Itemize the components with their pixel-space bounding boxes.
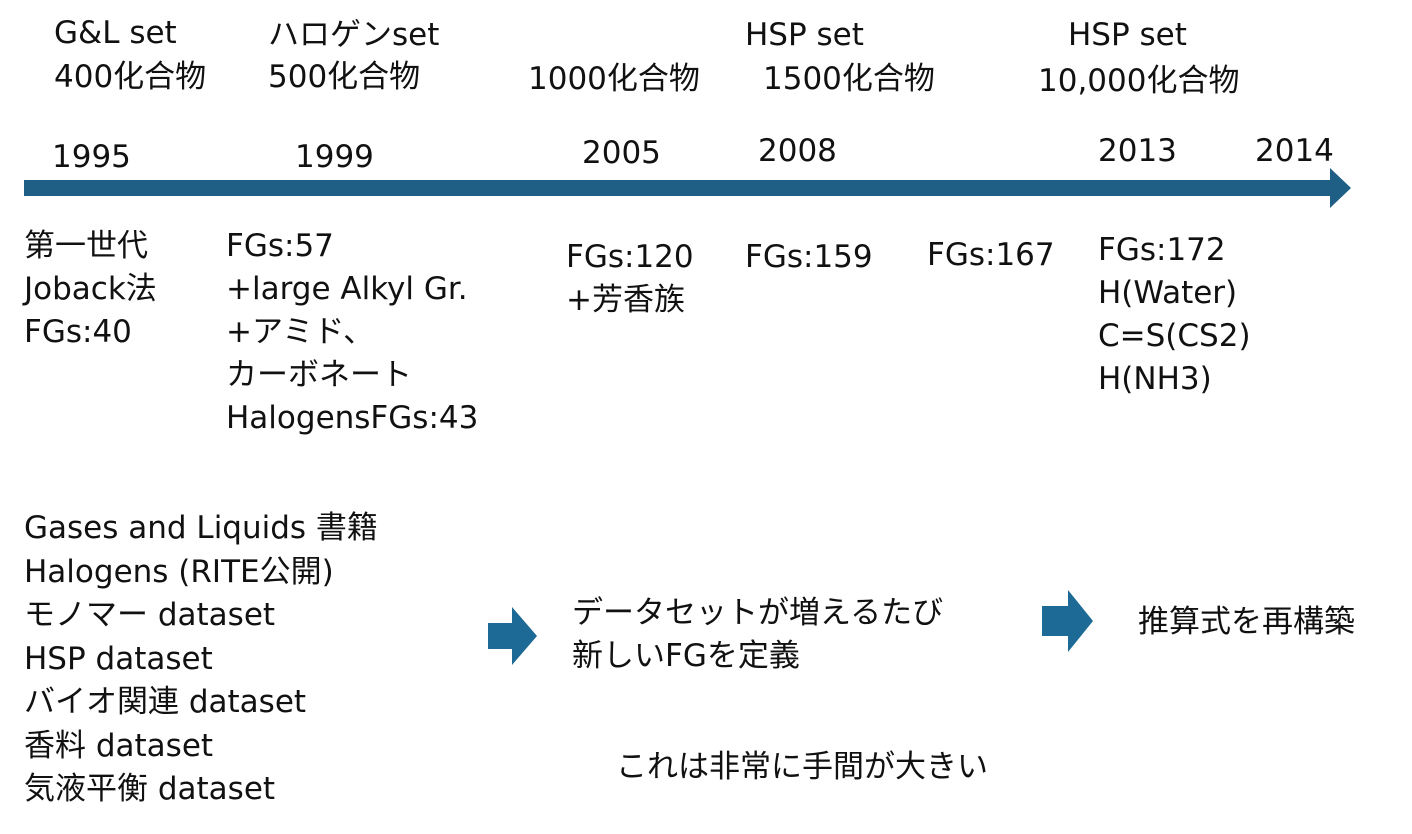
dataset-item: 香料 dataset bbox=[24, 727, 214, 764]
fg-line: H(NH3) bbox=[1098, 361, 1212, 397]
fg-column-1999: FGs:57 +large Alkyl Gr. +アミド、 カーボネート Hal… bbox=[226, 225, 478, 440]
dataset-list: Gases and Liquids 書籍 Halogens (RITE公開) モ… bbox=[24, 507, 378, 812]
year-2005: 2005 bbox=[582, 135, 661, 171]
flow-step-rebuild-equation: 推算式を再構築 bbox=[1138, 604, 1355, 640]
dataset-item: Halogens (RITE公開) bbox=[24, 553, 334, 590]
year-2014: 2014 bbox=[1255, 133, 1334, 169]
effort-note: これは非常に手間が大きい bbox=[616, 749, 988, 785]
year-2013: 2013 bbox=[1098, 133, 1177, 169]
set-label-hsp-2008: HSP set bbox=[745, 17, 864, 53]
fg-line: HalogensFGs:43 bbox=[226, 400, 479, 436]
set-label-hsp-2013: HSP set bbox=[1068, 17, 1187, 53]
compound-count-1000: 1000化合物 bbox=[528, 61, 700, 97]
fg-line: +アミド、 bbox=[226, 314, 375, 350]
dataset-item: モノマー dataset bbox=[24, 597, 276, 633]
fg-line: FGs:40 bbox=[24, 314, 132, 350]
flow-step-line: 新しいFGを定義 bbox=[572, 638, 800, 674]
fg-line: FGs:159 bbox=[745, 239, 873, 275]
set-label-halogen: ハロゲンset bbox=[268, 17, 440, 53]
flow-step-redefine-fg: データセットが増えるたび 新しいFGを定義 bbox=[572, 592, 943, 678]
fg-line: FGs:172 bbox=[1098, 232, 1226, 268]
flow-arrow-right-icon bbox=[1042, 590, 1093, 652]
compound-count-10000: 10,000化合物 bbox=[1038, 63, 1240, 99]
dataset-item: 気液平衡 dataset bbox=[24, 771, 276, 807]
dataset-item: HSP dataset bbox=[24, 640, 213, 677]
fg-column-2005: FGs:120 +芳香族 bbox=[566, 236, 694, 322]
flow-step-line: データセットが増えるたび bbox=[572, 595, 944, 631]
fg-line: FGs:167 bbox=[927, 237, 1055, 273]
year-2008: 2008 bbox=[758, 133, 837, 169]
dataset-item: バイオ関連 dataset bbox=[24, 684, 307, 720]
dataset-item: Gases and Liquids 書籍 bbox=[24, 510, 378, 546]
fg-line: C=S(CS2) bbox=[1098, 318, 1251, 354]
year-1999: 1999 bbox=[295, 139, 374, 175]
fg-column-2010: FGs:167 bbox=[927, 234, 1055, 277]
compound-count-1500: 1500化合物 bbox=[763, 61, 935, 97]
year-1995: 1995 bbox=[52, 139, 131, 175]
fg-line: +芳香族 bbox=[566, 282, 685, 318]
flow-arrow-right-icon bbox=[488, 607, 537, 665]
fg-line: Joback法 bbox=[24, 271, 157, 307]
fg-column-1995: 第一世代 Joback法 FGs:40 bbox=[24, 225, 157, 354]
fg-column-2013: FGs:172 H(Water) C=S(CS2) H(NH3) bbox=[1098, 229, 1251, 401]
fg-line: 第一世代 bbox=[24, 228, 148, 264]
fg-line: FGs:120 bbox=[566, 239, 694, 275]
compound-count-500: 500化合物 bbox=[268, 59, 421, 95]
fg-line: H(Water) bbox=[1098, 275, 1238, 311]
fg-line: カーボネート bbox=[226, 357, 412, 393]
compound-count-400: 400化合物 bbox=[54, 59, 207, 95]
fg-column-2008: FGs:159 bbox=[745, 236, 873, 279]
fg-line: FGs:57 bbox=[226, 228, 334, 264]
set-label-gl: G&L set bbox=[54, 15, 177, 51]
fg-line: +large Alkyl Gr. bbox=[226, 271, 468, 307]
